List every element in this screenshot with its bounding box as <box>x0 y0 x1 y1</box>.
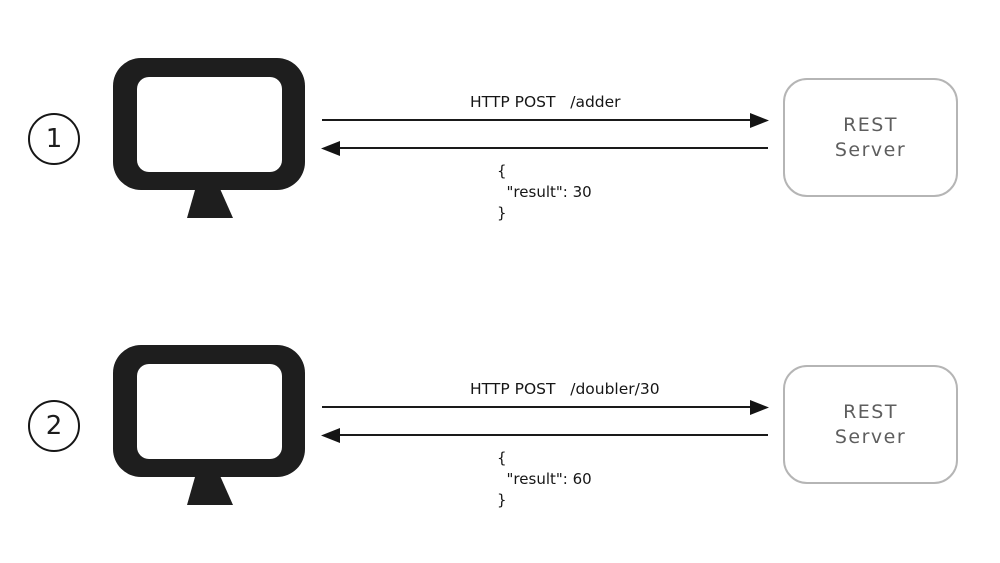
rest-server-box: REST Server <box>783 365 958 484</box>
monitor-screen <box>137 77 282 172</box>
request-label: HTTP POST /doubler/30 <box>470 380 660 398</box>
request-arrow-line <box>322 119 754 122</box>
request-arrowhead-icon <box>750 400 769 415</box>
step-1-number: 1 <box>45 124 63 154</box>
response-arrowhead-icon <box>321 141 340 156</box>
step-2-number: 2 <box>45 411 63 441</box>
request-arrowhead-icon <box>750 113 769 128</box>
monitor-stand <box>187 189 233 218</box>
monitor-screen <box>137 364 282 459</box>
flow-row-1: 1 HTTP POST /adder { "result": 30 } REST… <box>28 58 958 222</box>
rest-server-box: REST Server <box>783 78 958 197</box>
response-json-body: { "result": 30 } <box>497 162 592 222</box>
rest-server-label: REST Server <box>834 400 907 448</box>
rest-server-label: REST Server <box>834 113 907 161</box>
response-arrow-line <box>339 147 768 150</box>
request-arrow-line <box>322 406 754 409</box>
response-arrow-line <box>339 434 768 437</box>
client-computer-icon <box>113 58 305 218</box>
step-2-badge: 2 <box>28 400 80 452</box>
flow-row-2: 2 HTTP POST /doubler/30 { "result": 60 }… <box>0 287 1000 563</box>
monitor-stand <box>187 476 233 505</box>
step-1-badge: 1 <box>28 113 80 165</box>
request-label: HTTP POST /adder <box>470 93 621 111</box>
client-computer-icon <box>113 345 305 505</box>
response-arrowhead-icon <box>321 428 340 443</box>
response-json-body: { "result": 60 } <box>497 449 592 509</box>
